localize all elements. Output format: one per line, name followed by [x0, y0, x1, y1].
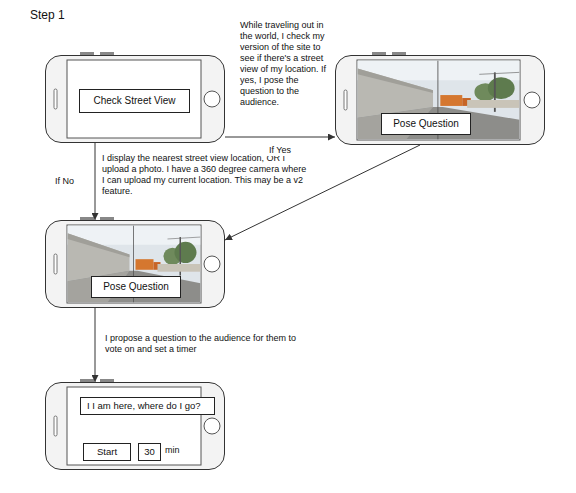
screen-button: Pose Question — [91, 276, 181, 298]
flow-arrow — [95, 143, 96, 220]
screen-button: Start — [83, 443, 131, 461]
screen-button: Check Street View — [79, 89, 190, 113]
phone-frame: Pose Question — [45, 220, 225, 308]
branch-label: If No — [53, 176, 76, 187]
phone-frame: Pose Question — [335, 55, 545, 145]
flow-arrow — [95, 308, 96, 382]
button-text: Pose Question — [102, 281, 170, 293]
flow-arrow — [225, 137, 335, 138]
annotation-text: While traveling out in the world, I chec… — [240, 20, 332, 108]
phone-frame: I I am here, where do I go? Start 30 — [45, 382, 225, 470]
phone-body — [46, 217, 224, 307]
button-text: Check Street View — [92, 95, 177, 107]
button-text: I I am here, where do I go? — [87, 400, 208, 412]
screen-button: 30 — [138, 443, 161, 461]
button-text: Pose Question — [392, 118, 460, 130]
phone-body — [336, 52, 544, 144]
annotation-text: min — [165, 445, 180, 456]
street-view-image — [68, 226, 201, 303]
screen-button: I I am here, where do I go? — [80, 397, 215, 415]
phone-body — [46, 52, 224, 142]
annotation-text: I display the nearest street view locati… — [102, 153, 307, 197]
street-view-image — [358, 61, 520, 140]
step-title: Step 1 — [30, 8, 65, 22]
phone-body — [46, 379, 224, 469]
button-text: Start — [92, 446, 122, 458]
screen-button: Pose Question — [381, 113, 471, 135]
annotation-text: I propose a question to the audience for… — [105, 333, 310, 355]
phone-frame: Check Street View — [45, 55, 225, 143]
branch-label: If Yes — [267, 145, 293, 156]
button-text: 30 — [143, 446, 156, 458]
